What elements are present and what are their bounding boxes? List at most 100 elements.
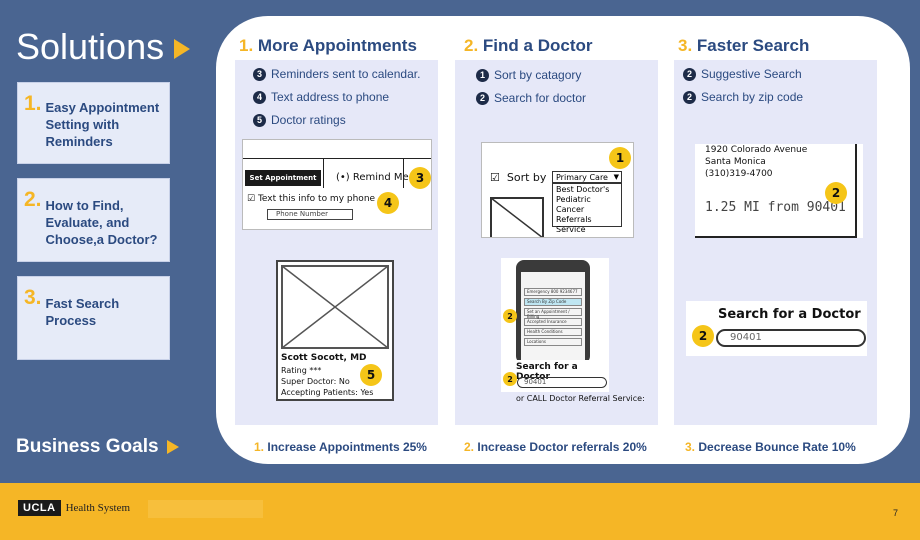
phone-menu-item[interactable]: Search By Zip Code bbox=[524, 298, 582, 306]
feature-text: Doctor ratings bbox=[271, 113, 346, 127]
accepting-patients-status: Accepting Patients: Yes bbox=[281, 388, 374, 397]
checkbox-icon: ☑ bbox=[247, 194, 256, 204]
callout-badge: 2 bbox=[825, 182, 847, 204]
goal-bounce-rate: 3. Decrease Bounce Rate 10% bbox=[685, 440, 856, 454]
play-arrow-icon bbox=[166, 439, 179, 454]
address-line: 1920 Colorado Avenue bbox=[705, 145, 808, 155]
feature-item: 1 Sort by catagory bbox=[476, 68, 581, 82]
sort-selected-value: Primary Care bbox=[556, 172, 608, 182]
ucla-logo-box: UCLA bbox=[18, 500, 61, 516]
feature-text: Search for doctor bbox=[494, 91, 587, 105]
set-appointment-button[interactable]: Set Appointment bbox=[245, 170, 321, 186]
sort-label-text: Sort by bbox=[506, 171, 547, 184]
doctor-card-mockup: Scott Socott, MD Rating *** Super Doctor… bbox=[276, 260, 394, 401]
divider bbox=[323, 158, 324, 188]
column-box-faster-search bbox=[674, 60, 877, 425]
number-dot-icon: 1 bbox=[476, 68, 489, 82]
callout-badge: 2 bbox=[503, 372, 517, 386]
phone-menu-item[interactable]: Set an Appointment / Billing bbox=[524, 308, 582, 319]
slide-title-text: Solutions bbox=[16, 26, 165, 67]
remind-me-option[interactable]: (•) Remind Me bbox=[336, 172, 409, 183]
doctor-rating: Rating *** bbox=[281, 366, 322, 375]
phone-menu-item[interactable]: Accepted Insurance bbox=[524, 318, 582, 326]
goal-text: Increase Doctor referrals 20% bbox=[477, 440, 647, 454]
address-mockup: 1920 Colorado Avenue Santa Monica (310)3… bbox=[695, 144, 863, 238]
sidebar-card-label: How to Find, Evaluate, and Choose,a Doct… bbox=[45, 198, 158, 247]
sort-dropdown[interactable]: Primary Care ▼ bbox=[552, 171, 622, 183]
column-title-find-doctor: 2. Find a Doctor bbox=[464, 36, 592, 56]
goal-referrals: 2. Increase Doctor referrals 20% bbox=[464, 440, 647, 454]
phone-menu-item[interactable]: Emergency 800 9234677 bbox=[524, 288, 582, 296]
callout-badge: 4 bbox=[377, 192, 399, 214]
phone-menu-item[interactable]: Health Conditions bbox=[524, 328, 582, 336]
callout-badge: 3 bbox=[409, 167, 431, 189]
sidebar-card-fast-search[interactable]: 3. Fast Search Process bbox=[17, 276, 170, 360]
business-goals-text: Business Goals bbox=[16, 436, 159, 457]
feature-text: Search by zip code bbox=[701, 90, 804, 104]
sidebar-card-appointments[interactable]: 1. Easy Appointment Setting with Reminde… bbox=[17, 82, 170, 164]
callout-badge: 2 bbox=[503, 309, 517, 323]
phone-frame: Emergency 800 9234677 Search By Zip Code… bbox=[516, 260, 590, 364]
sidebar-card-number: 3. bbox=[24, 286, 42, 309]
sidebar-card-label: Easy Appointment Setting with Reminders bbox=[45, 100, 160, 149]
number-dot-icon: 5 bbox=[253, 113, 266, 127]
column-number: 1. bbox=[239, 36, 254, 55]
column-title-text: More Appointments bbox=[257, 36, 417, 55]
photo-placeholder-icon bbox=[281, 265, 389, 349]
distance-text: 1.25 MI from 90401 bbox=[705, 200, 846, 215]
sort-option[interactable]: Referrals Service bbox=[556, 215, 592, 234]
sort-option[interactable]: Best Doctor's bbox=[556, 185, 610, 194]
ucla-logo: UCLA Health System bbox=[18, 500, 130, 516]
address-phone: (310)319-4700 bbox=[705, 169, 773, 179]
phone-screen: Emergency 800 9234677 Search By Zip Code… bbox=[521, 272, 585, 360]
zip-search-input[interactable]: 90401 bbox=[716, 329, 866, 347]
doctor-name: Scott Socott, MD bbox=[281, 353, 367, 363]
image-placeholder-icon bbox=[490, 197, 544, 237]
feature-text: Text address to phone bbox=[271, 90, 390, 104]
sort-mockup: ☑ Sort by Primary Care ▼ Best Doctor's Pe… bbox=[481, 142, 634, 238]
phone-search-input[interactable]: 90401 bbox=[517, 377, 607, 388]
phone-mockup: Emergency 800 9234677 Search By Zip Code… bbox=[501, 258, 609, 392]
play-arrow-icon bbox=[174, 39, 191, 60]
goal-number: 3. bbox=[685, 440, 696, 454]
callout-badge: 1 bbox=[609, 147, 631, 169]
goal-number: 2. bbox=[464, 440, 475, 454]
sort-option[interactable]: Cancer bbox=[556, 205, 585, 214]
number-dot-icon: 3 bbox=[253, 67, 266, 81]
caret-down-icon: ▼ bbox=[613, 173, 619, 181]
page-number: 7 bbox=[892, 508, 898, 518]
footer-placeholder bbox=[148, 500, 263, 518]
sort-options-list: Best Doctor's Pediatric Cancer Referrals… bbox=[552, 183, 622, 234]
referral-service-text: or CALL Doctor Referral Service: bbox=[516, 394, 645, 403]
feature-item: 2 Search for doctor bbox=[476, 91, 586, 105]
number-dot-icon: 2 bbox=[476, 91, 489, 105]
business-goals-label: Business Goals bbox=[16, 436, 179, 458]
sidebar-card-number: 2. bbox=[24, 188, 42, 211]
ucla-logo-text: Health System bbox=[65, 502, 131, 514]
divider bbox=[403, 158, 404, 188]
phone-number-input[interactable]: Phone Number bbox=[267, 209, 353, 220]
feature-text: Sort by catagory bbox=[494, 68, 582, 82]
divider bbox=[243, 158, 431, 159]
address-line: Santa Monica bbox=[705, 157, 766, 167]
column-number: 2. bbox=[464, 36, 479, 55]
phone-search-panel: Search for a Doctor 90401 bbox=[501, 360, 609, 392]
text-to-phone-text: Text this info to my phone bbox=[257, 194, 376, 204]
footer-bar bbox=[0, 483, 920, 540]
search-title: Search for a Doctor bbox=[718, 307, 861, 322]
divider bbox=[855, 144, 857, 236]
feature-item: 5 Doctor ratings bbox=[253, 113, 346, 127]
checkbox-icon: ☑ bbox=[490, 171, 500, 184]
callout-badge: 2 bbox=[692, 325, 714, 347]
sort-option[interactable]: Pediatric bbox=[556, 195, 591, 204]
slide-title: Solutions bbox=[16, 26, 191, 68]
phone-menu-item[interactable]: Locations bbox=[524, 338, 582, 346]
sort-label: ☑ Sort by bbox=[490, 171, 546, 184]
sidebar-card-find-doctor[interactable]: 2. How to Find, Evaluate, and Choose,a D… bbox=[17, 178, 170, 262]
super-doctor-status: Super Doctor: No bbox=[281, 377, 350, 386]
goal-number: 1. bbox=[254, 440, 265, 454]
